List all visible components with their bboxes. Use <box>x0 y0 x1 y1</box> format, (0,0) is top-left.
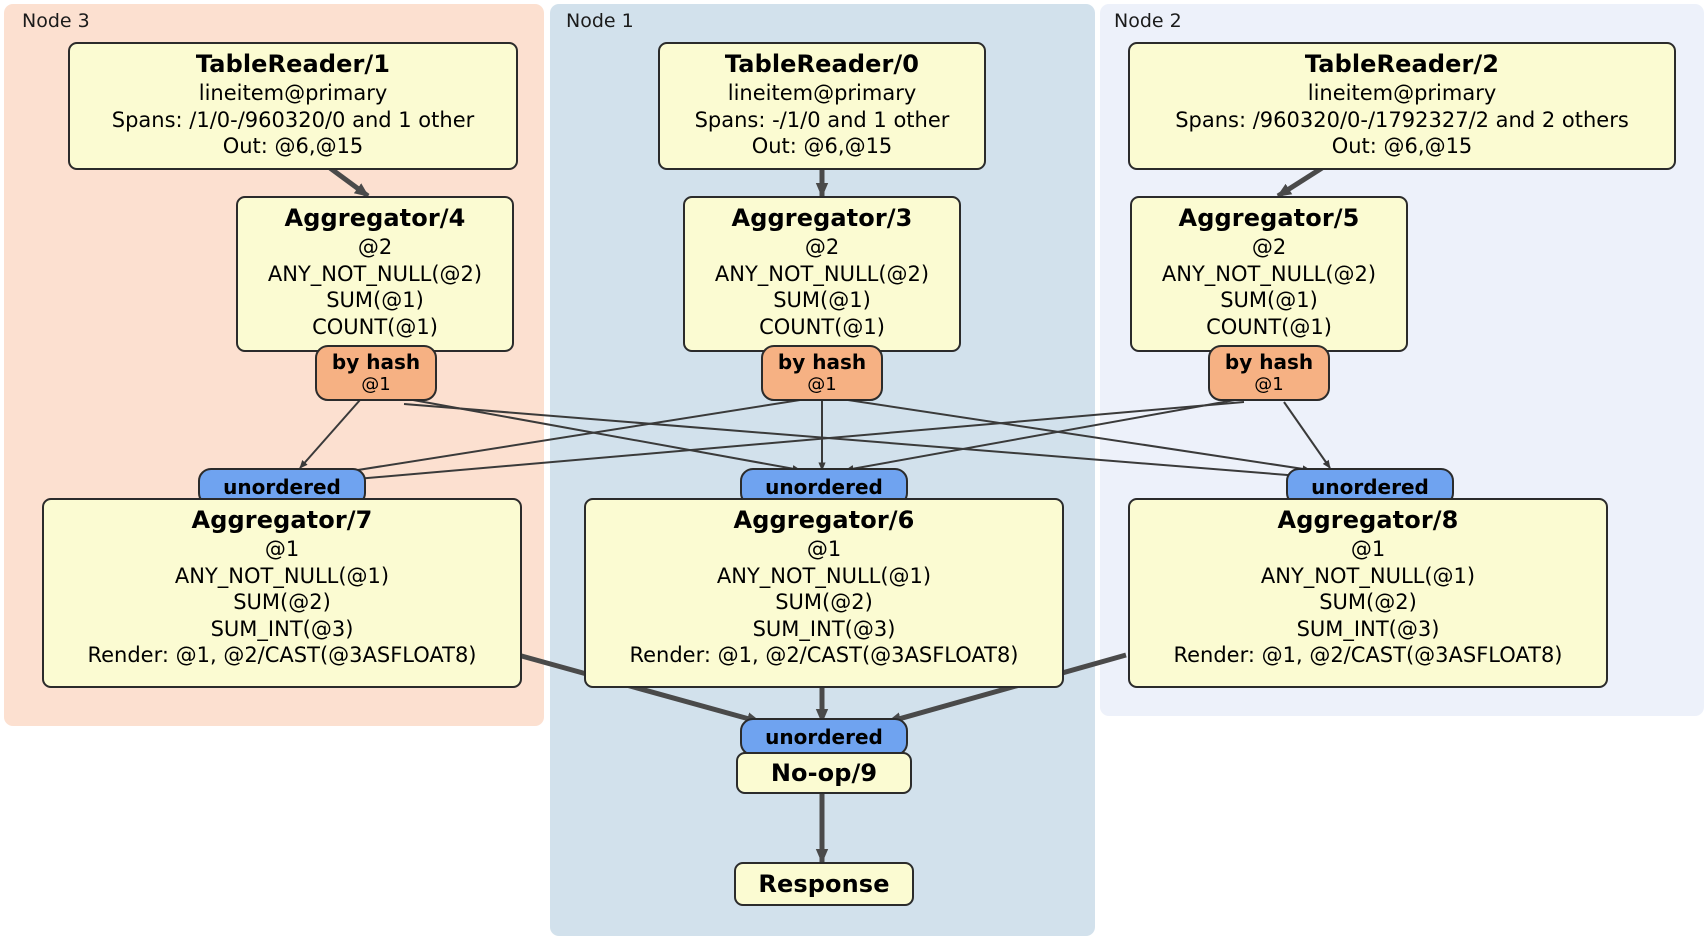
processor-line: @2 <box>1251 235 1287 260</box>
processor-line: ANY_NOT_NULL(@2) <box>1161 261 1377 286</box>
processor-tablereader-2[interactable]: TableReader/2 lineitem@primary Spans: /9… <box>1128 42 1676 170</box>
processor-line: lineitem@primary <box>727 81 917 106</box>
processor-line: COUNT(@1) <box>312 314 438 339</box>
router-column: @1 <box>361 374 391 395</box>
processor-title: TableReader/1 <box>195 50 391 78</box>
processor-line: SUM(@2) <box>775 590 873 615</box>
synchronizer-label: unordered <box>223 475 341 499</box>
processor-line: @1 <box>264 537 300 562</box>
processor-line: @1 <box>1350 537 1386 562</box>
processor-line: Spans: /960320/0-/1792327/2 and 2 others <box>1175 107 1629 132</box>
router-label: by hash <box>777 350 867 374</box>
processor-line: ANY_NOT_NULL(@1) <box>174 563 390 588</box>
processor-title: No-op/9 <box>770 758 878 787</box>
processor-line: Spans: /1/0-/960320/0 and 1 other <box>111 107 475 132</box>
processor-title: Response <box>758 869 890 898</box>
router-label: by hash <box>1224 350 1314 374</box>
processor-line: ANY_NOT_NULL(@1) <box>716 563 932 588</box>
router-by-hash-left[interactable]: by hash @1 <box>315 345 437 401</box>
router-by-hash-right[interactable]: by hash @1 <box>1208 345 1330 401</box>
processor-line: @2 <box>357 235 393 260</box>
processor-aggregator-3[interactable]: Aggregator/3 @2 ANY_NOT_NULL(@2) SUM(@1)… <box>683 196 961 352</box>
processor-line: Out: @6,@15 <box>751 134 893 159</box>
processor-title: Aggregator/7 <box>191 506 373 534</box>
processor-line: COUNT(@1) <box>759 314 885 339</box>
node-label-node1: Node 1 <box>566 10 634 32</box>
node-label-node3: Node 3 <box>22 10 90 32</box>
processor-line: Out: @6,@15 <box>1331 134 1473 159</box>
processor-line: Out: @6,@15 <box>222 134 364 159</box>
processor-line: SUM(@1) <box>773 288 871 313</box>
processor-title: Aggregator/3 <box>731 204 913 232</box>
processor-line: lineitem@primary <box>1307 81 1497 106</box>
processor-aggregator-7[interactable]: Aggregator/7 @1 ANY_NOT_NULL(@1) SUM(@2)… <box>42 498 522 688</box>
synchronizer-label: unordered <box>765 475 883 499</box>
node-label-node2: Node 2 <box>1114 10 1182 32</box>
processor-title: TableReader/2 <box>1304 50 1500 78</box>
processor-line: @2 <box>804 235 840 260</box>
processor-aggregator-8[interactable]: Aggregator/8 @1 ANY_NOT_NULL(@1) SUM(@2)… <box>1128 498 1608 688</box>
processor-line: SUM_INT(@3) <box>1296 616 1440 641</box>
processor-response[interactable]: Response <box>734 862 914 906</box>
synchronizer-label: unordered <box>1311 475 1429 499</box>
processor-line: SUM(@2) <box>1319 590 1417 615</box>
processor-title: Aggregator/5 <box>1178 204 1360 232</box>
synchronizer-unordered-final[interactable]: unordered <box>740 718 908 756</box>
processor-line: COUNT(@1) <box>1206 314 1332 339</box>
processor-line: SUM(@1) <box>1220 288 1318 313</box>
processor-title: TableReader/0 <box>724 50 920 78</box>
processor-line: SUM(@1) <box>326 288 424 313</box>
processor-aggregator-6[interactable]: Aggregator/6 @1 ANY_NOT_NULL(@1) SUM(@2)… <box>584 498 1064 688</box>
processor-line: Render: @1, @2/CAST(@3ASFLOAT8) <box>1173 643 1563 668</box>
router-column: @1 <box>807 374 837 395</box>
processor-line: ANY_NOT_NULL(@1) <box>1260 563 1476 588</box>
processor-aggregator-5[interactable]: Aggregator/5 @2 ANY_NOT_NULL(@2) SUM(@1)… <box>1130 196 1408 352</box>
synchronizer-label: unordered <box>765 725 883 749</box>
processor-line: SUM(@2) <box>233 590 331 615</box>
processor-title: Aggregator/6 <box>733 506 915 534</box>
processor-line: SUM_INT(@3) <box>210 616 354 641</box>
processor-line: Render: @1, @2/CAST(@3ASFLOAT8) <box>87 643 477 668</box>
processor-line: lineitem@primary <box>198 81 388 106</box>
processor-line: Spans: -/1/0 and 1 other <box>694 107 950 132</box>
processor-aggregator-4[interactable]: Aggregator/4 @2 ANY_NOT_NULL(@2) SUM(@1)… <box>236 196 514 352</box>
processor-noop-9[interactable]: No-op/9 <box>736 752 912 794</box>
processor-title: Aggregator/4 <box>284 204 466 232</box>
processor-line: @1 <box>806 537 842 562</box>
processor-line: ANY_NOT_NULL(@2) <box>714 261 930 286</box>
processor-line: Render: @1, @2/CAST(@3ASFLOAT8) <box>629 643 1019 668</box>
synchronizer-unordered-right[interactable]: unordered <box>1286 468 1454 506</box>
processor-tablereader-0[interactable]: TableReader/0 lineitem@primary Spans: -/… <box>658 42 986 170</box>
router-column: @1 <box>1254 374 1284 395</box>
processor-line: ANY_NOT_NULL(@2) <box>267 261 483 286</box>
router-by-hash-center[interactable]: by hash @1 <box>761 345 883 401</box>
processor-tablereader-1[interactable]: TableReader/1 lineitem@primary Spans: /1… <box>68 42 518 170</box>
processor-title: Aggregator/8 <box>1277 506 1459 534</box>
router-label: by hash <box>331 350 421 374</box>
processor-line: SUM_INT(@3) <box>752 616 896 641</box>
